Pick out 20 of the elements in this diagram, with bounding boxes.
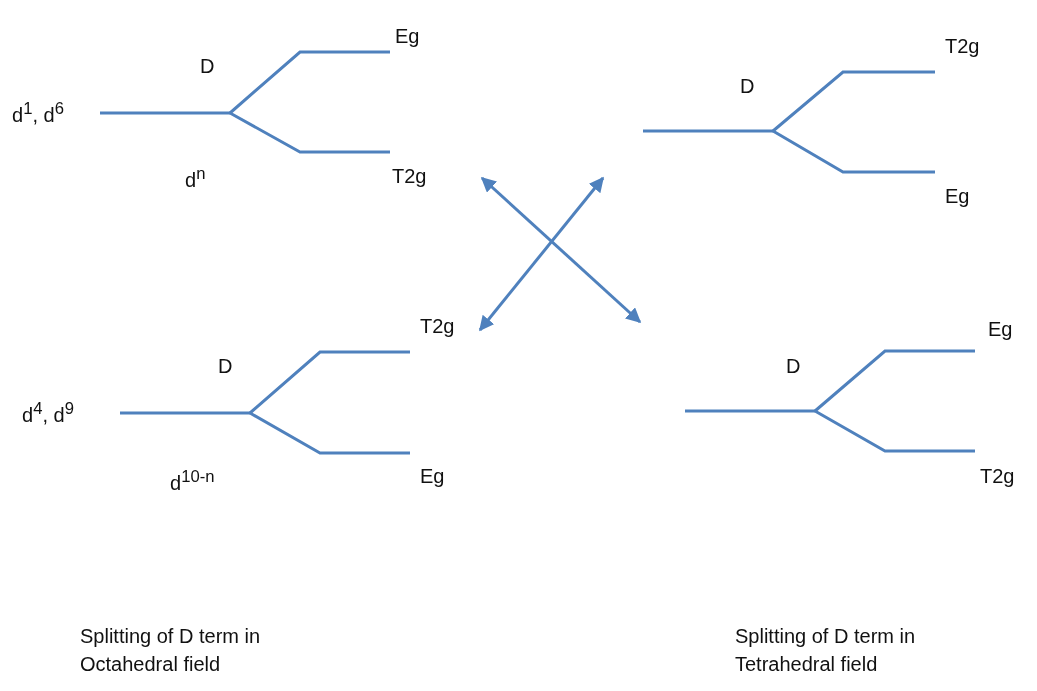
level-label: Eg: [988, 318, 1013, 340]
configuration-label: d$^{4}$, d$^{9}$: [22, 400, 74, 426]
caption: Splitting of D term in Octahedral field: [80, 624, 262, 677]
term-label: D: [786, 355, 801, 377]
level-label: Eg: [945, 185, 970, 207]
term-label: D: [740, 75, 755, 97]
configuration-label: d$^{1}$, d$^{6}$: [12, 100, 64, 126]
term-label: D: [200, 55, 215, 77]
configuration-label: d$^{n}$: [185, 165, 206, 191]
level-label: T2g: [392, 165, 427, 187]
configuration-label: d$^{10-n}$: [170, 468, 215, 494]
level-label: T2g: [945, 35, 980, 57]
level-label: T2g: [420, 315, 455, 337]
double-arrow: [480, 176, 642, 324]
level-label: T2g: [980, 465, 1015, 487]
level-label: Eg: [395, 25, 420, 47]
double-arrow: [478, 176, 605, 332]
term-label: D: [218, 355, 233, 377]
level-label: Eg: [420, 465, 445, 487]
caption: Splitting of D term in Tetrahedral field: [735, 624, 917, 677]
